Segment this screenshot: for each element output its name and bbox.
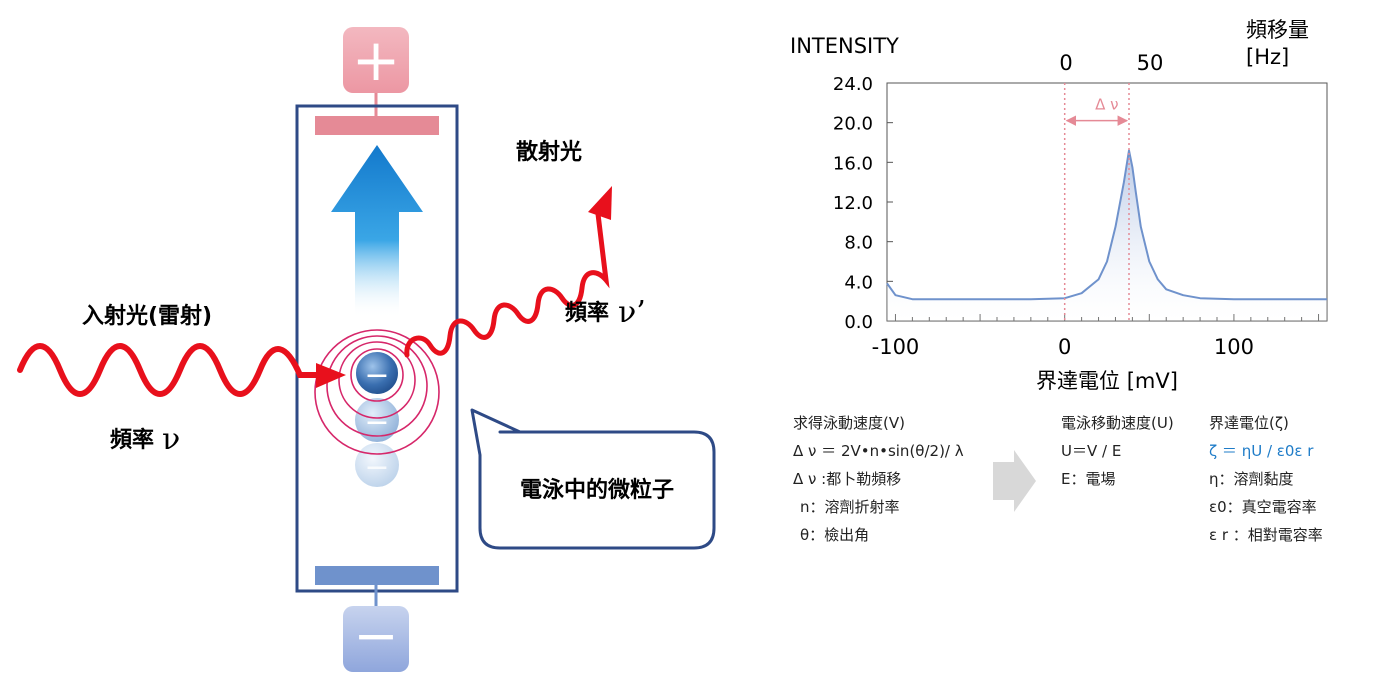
scattered-light-label: 散射光 — [516, 139, 582, 165]
x-tick-label: 0 — [1058, 335, 1071, 359]
x-tick-label: 100 — [1214, 335, 1254, 359]
y-tick-label: 8.0 — [844, 233, 873, 254]
incident-laser-wave — [17, 343, 321, 397]
y-axis-label: INTENSITY — [790, 34, 899, 58]
formula-col2-title: 電泳移動速度(U) — [1061, 414, 1174, 432]
ghost-particle-2-sign: − — [364, 450, 389, 485]
ghost-particle-1 — [355, 398, 399, 442]
positive-electrode-box — [343, 27, 409, 93]
formula-col3-line-2: η：溶劑黏度 — [1209, 470, 1294, 488]
positive-plate — [315, 116, 439, 135]
y-tick-label: 20.0 — [833, 114, 873, 135]
formula-col3-line-4: ε r ：相對電容率 — [1209, 526, 1323, 544]
peak-fill — [887, 150, 1327, 321]
y-tick-label: 12.0 — [833, 193, 873, 214]
formula-col2-line-1: U＝V / E — [1061, 442, 1121, 460]
scatter-rings — [314, 329, 440, 455]
plus-sign: + — [352, 26, 401, 94]
callout-text: 電泳中的微粒子 — [520, 477, 674, 503]
y-tick-label: 24.0 — [833, 74, 873, 95]
formula-column-2: 電泳移動速度(U) U＝V / E E：電場 — [1061, 414, 1174, 488]
formula-col2-line-2: E：電場 — [1061, 470, 1115, 488]
incident-light-label: 入射光(雷射) — [82, 303, 212, 329]
particle-sign: − — [364, 358, 389, 393]
formula-col1-line-1: Δ ν ＝ 2V•n•sin(θ/2)/ λ — [793, 442, 964, 460]
formula-col3-line-3: ε0：真空電容率 — [1209, 498, 1317, 516]
x-axis-label: 界達電位 [mV] — [1036, 369, 1178, 393]
callout-bubble — [470, 408, 716, 550]
y-tick-label: 0.0 — [844, 312, 873, 333]
incident-laser-arrowhead — [316, 363, 346, 388]
scattered-laser-wave — [404, 211, 610, 358]
scattered-laser-arrowhead — [588, 186, 612, 220]
incident-nu-symbol: ν — [162, 422, 180, 457]
scattered-nu-symbol: ν’ — [618, 295, 646, 330]
minus-sign: − — [353, 604, 398, 667]
negative-electrode-box — [343, 606, 409, 672]
formula-column-3: 界達電位(ζ) ζ ＝ ηU / ε0ε r η：溶劑黏度 ε0：真空電容率 ε… — [1209, 414, 1323, 544]
formula-col3-line-1: ζ ＝ ηU / ε0ε r — [1209, 442, 1314, 460]
x-tick-label: -100 — [872, 335, 920, 359]
flow-arrow-icon — [993, 450, 1036, 512]
top-tick-0: 0 — [1059, 51, 1072, 75]
formula-col1-line-3: n：溶劑折射率 — [800, 498, 900, 516]
top-axis-title-line2: [Hz] — [1246, 45, 1289, 69]
scattered-frequency-label: 頻率 — [565, 300, 609, 326]
data-line — [886, 149, 1327, 301]
formula-col1-line-2: Δ ν :都卜勒頻移 — [793, 470, 901, 488]
top-tick-50: 50 — [1137, 51, 1164, 75]
plot-area: 24.0 20.0 16.0 12.0 8.0 4.0 0.0-100 0 100 Δ ν — [833, 74, 1328, 359]
formula-col1-line-4: θ：檢出角 — [800, 526, 869, 544]
incident-frequency-label: 頻率 — [110, 427, 154, 453]
top-axis-title-line1: 頻移量 — [1246, 18, 1309, 42]
charged-particle — [354, 350, 400, 396]
ghost-particle-2 — [355, 443, 399, 487]
formula-column-1: 求得泳動速度(V) Δ ν ＝ 2V•n•sin(θ/2)/ λ Δ ν :都卜… — [793, 414, 964, 544]
ghost-particle-1-sign: − — [364, 405, 389, 440]
y-tick-label: 4.0 — [844, 272, 873, 293]
migration-arrow — [331, 145, 423, 318]
negative-plate — [315, 566, 439, 585]
formula-col1-title: 求得泳動速度(V) — [793, 414, 905, 432]
y-tick-label: 16.0 — [833, 153, 873, 174]
formula-col3-title: 界達電位(ζ) — [1209, 414, 1289, 432]
delta-label: Δ ν — [1095, 96, 1118, 114]
